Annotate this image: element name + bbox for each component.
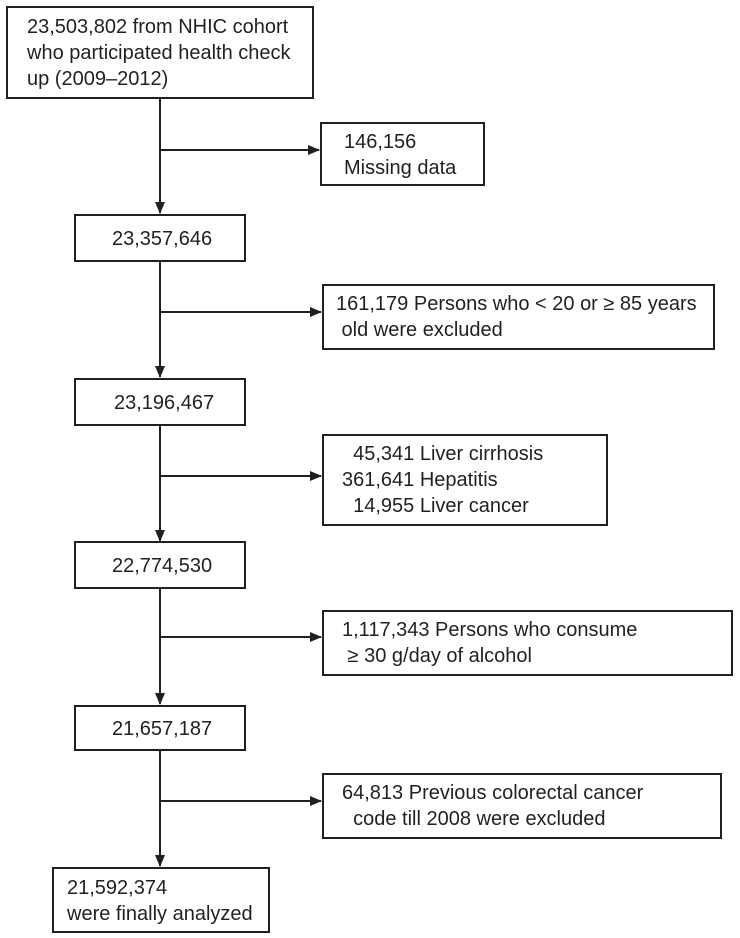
colorectal-exclusion-box: 64,813 Previous colorectal cancer code t… <box>322 773 722 839</box>
box-text-line: 23,503,802 from NHIC cohort <box>27 16 289 38</box>
box-text-line: ≥ 30 g/day of alcohol <box>342 645 532 667</box>
box-text-line: 21,592,374 <box>67 877 168 899</box>
after-alcohol-box: 21,657,187 <box>74 705 246 751</box>
box-text-line: 361,641 Hepatitis <box>342 469 498 491</box>
final-box: 21,592,374 were finally analyzed <box>52 867 270 933</box>
box-text-line: 14,955 Liver cancer <box>342 495 529 517</box>
box-text-line: up (2009–2012) <box>27 68 169 90</box>
cohort-box: 23,503,802 from NHIC cohort who particip… <box>6 6 314 99</box>
alcohol-exclusion-box: 1,117,343 Persons who consume ≥ 30 g/day… <box>322 610 733 676</box>
box-text-line: 146,156 <box>344 131 417 153</box>
box-text-line: 23,357,646 <box>112 228 213 250</box>
box-text-line: old were excluded <box>336 319 503 341</box>
box-text-line: 23,196,467 <box>114 392 215 414</box>
age-exclusion-box: 161,179 Persons who < 20 or ≥ 85 years o… <box>322 284 715 350</box>
after-liver-box: 22,774,530 <box>74 541 246 589</box>
after-missing-box: 23,357,646 <box>74 214 246 262</box>
liver-exclusion-box: 45,341 Liver cirrhosis 361,641 Hepatitis… <box>322 434 608 526</box>
box-text-line: Missing data <box>344 157 457 179</box>
box-text-line: were finally analyzed <box>67 903 253 925</box>
box-text-line: 64,813 Previous colorectal cancer <box>342 782 644 804</box>
box-text-line: 161,179 Persons who < 20 or ≥ 85 years <box>336 293 697 315</box>
box-text-line: 45,341 Liver cirrhosis <box>342 443 544 465</box>
box-text-line: 21,657,187 <box>112 718 213 740</box>
box-text-line: 1,117,343 Persons who consume <box>342 619 638 641</box>
box-text-line: 22,774,530 <box>112 555 213 577</box>
after-age-box: 23,196,467 <box>74 378 246 426</box>
box-text-line: who participated health check <box>27 42 291 64</box>
missing-data-box: 146,156 Missing data <box>320 122 485 186</box>
box-text-line: code till 2008 were excluded <box>342 808 606 830</box>
